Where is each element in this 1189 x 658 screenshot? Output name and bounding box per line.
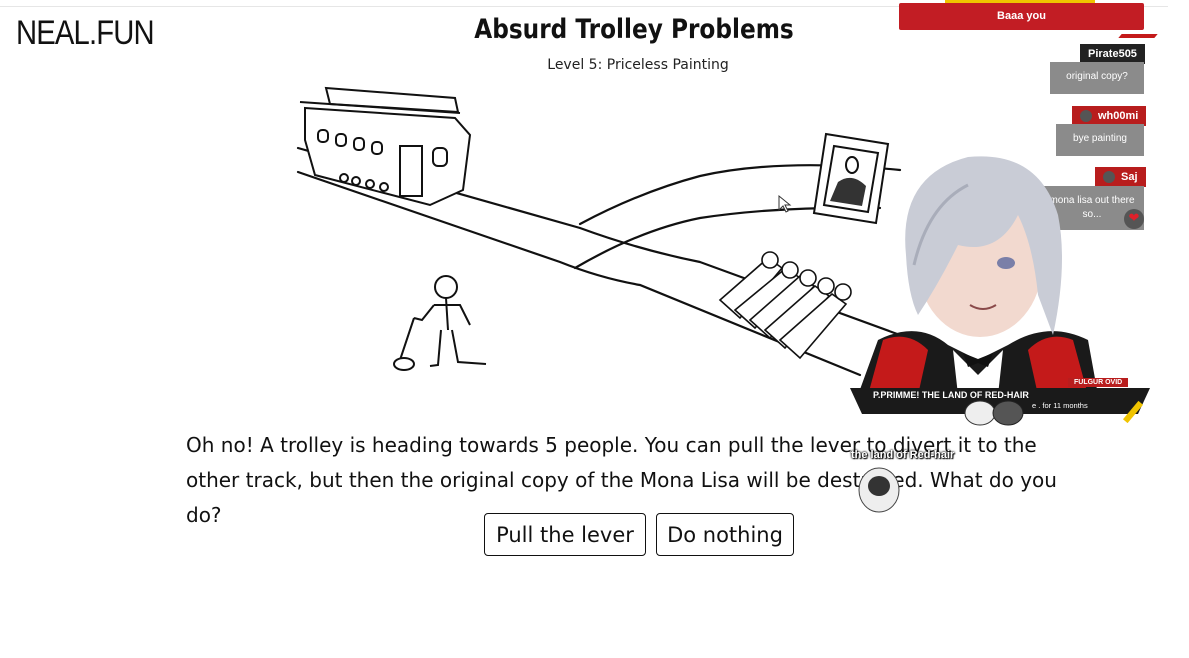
stream-channel-tag: FULGUR OVID bbox=[1068, 378, 1129, 387]
stream-title-text: P.PRIMME! THE LAND OF RED-HAIR bbox=[873, 390, 1029, 400]
level-subtitle: Level 5: Priceless Painting bbox=[547, 57, 729, 73]
top-divider bbox=[0, 6, 1168, 7]
heart-icon: ❤ bbox=[1124, 209, 1144, 229]
overlay-caption: the land of Red-hair bbox=[851, 449, 955, 461]
sheep-icon bbox=[964, 400, 1024, 426]
trolley-icon bbox=[299, 86, 472, 207]
chat-username: wh00mi bbox=[1072, 106, 1147, 126]
chat-message: bye painting bbox=[1056, 124, 1144, 156]
pull-lever-button[interactable]: Pull the lever bbox=[484, 513, 646, 556]
page-title: Absurd Trolley Problems bbox=[474, 14, 794, 45]
mouse-cursor-icon bbox=[778, 194, 792, 213]
question-text: Oh no! A trolley is heading towards 5 pe… bbox=[186, 433, 1057, 527]
chat-message: original copy? bbox=[1050, 62, 1144, 94]
sheep-icon bbox=[858, 467, 900, 513]
chat-username: Saj bbox=[1095, 167, 1146, 187]
lever-person-icon bbox=[393, 275, 487, 371]
mona-lisa-painting-icon bbox=[812, 132, 890, 225]
do-nothing-button[interactable]: Do nothing bbox=[656, 513, 794, 556]
main-track-lower bbox=[296, 170, 862, 377]
five-people-icon bbox=[718, 251, 852, 360]
site-logo[interactable]: NEAL.FUN bbox=[16, 14, 155, 52]
streamer-avatar bbox=[858, 156, 1098, 395]
chat-avatar bbox=[1080, 110, 1092, 123]
chat-username: Pirate505 bbox=[1080, 44, 1145, 64]
alert-banner: Baaa you bbox=[899, 3, 1144, 30]
chat-username-text: wh00mi bbox=[1098, 110, 1139, 122]
main-track-upper bbox=[296, 146, 902, 337]
chat-username-text: Saj bbox=[1121, 171, 1138, 183]
decor-slash bbox=[1118, 34, 1158, 38]
stream-sub-text: e . for 11 months bbox=[1032, 401, 1088, 410]
chat-avatar bbox=[1103, 171, 1115, 184]
